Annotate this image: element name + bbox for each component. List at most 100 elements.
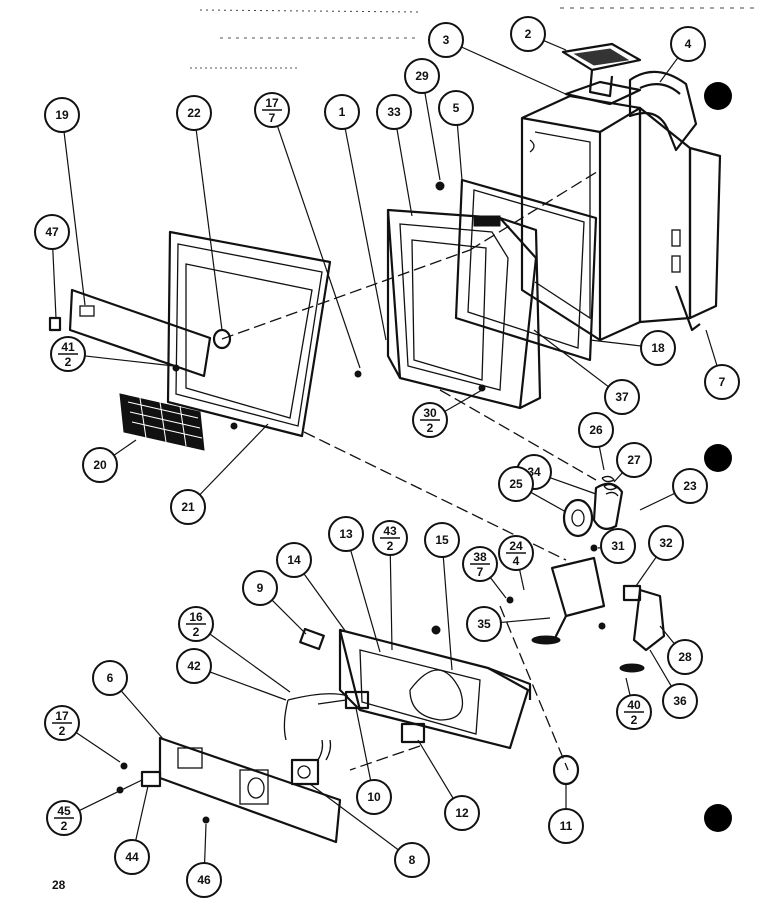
- leader-line: [444, 389, 483, 413]
- callout-number: 10: [367, 790, 381, 804]
- leader-line: [350, 550, 381, 653]
- callout-circle: [667, 639, 703, 675]
- callout-circle: [324, 94, 360, 130]
- callout-circle: [176, 95, 212, 131]
- callout-36: 36: [649, 649, 698, 719]
- callout-circle: [92, 660, 128, 696]
- leader-line: [276, 125, 361, 369]
- callout-circle: [328, 516, 364, 552]
- callout-number: 6: [107, 671, 114, 685]
- leader-line: [309, 783, 399, 851]
- callout-circle: [466, 606, 502, 642]
- callout-number: 32: [659, 536, 673, 550]
- callout-circle: [670, 26, 706, 62]
- callout-2: 2: [510, 16, 567, 52]
- callout-14: 14: [276, 542, 347, 633]
- part-6-bottom-panel: [158, 736, 342, 844]
- callout-29: 29: [404, 58, 441, 181]
- callout-number: 37: [615, 390, 629, 404]
- callout-circle: [548, 808, 584, 844]
- leader-line: [79, 779, 143, 812]
- callout-numerator: 43: [383, 524, 397, 538]
- callout-circle: [438, 90, 474, 126]
- callout-number: 35: [477, 617, 491, 631]
- part-25-wheel: [562, 498, 594, 538]
- part-34-bracket: [592, 482, 624, 531]
- leader-line: [209, 671, 287, 701]
- callout-circle: [186, 862, 222, 898]
- leader-line: [543, 40, 567, 51]
- leader-line: [500, 617, 551, 624]
- callout-number: 18: [651, 341, 665, 355]
- callout-number: 47: [45, 225, 59, 239]
- callout-31: 31: [597, 528, 636, 564]
- callout-circle: [498, 466, 534, 502]
- callout-number: 31: [611, 539, 625, 553]
- callout-9: 9: [242, 570, 307, 635]
- callout-46: 46: [186, 823, 222, 898]
- part-18-frame: [454, 178, 598, 362]
- leader-line: [635, 556, 657, 587]
- callout-number: 3: [443, 33, 450, 47]
- leader-line: [199, 423, 269, 496]
- leader-line: [625, 677, 631, 696]
- callout-12: 12: [417, 739, 480, 831]
- callout-45-over-2: 452: [46, 779, 143, 836]
- callout-number: 20: [93, 458, 107, 472]
- callout-38-over-7: 387: [462, 546, 507, 599]
- registration-dot-middle: [704, 444, 732, 472]
- callout-circle: [616, 442, 652, 478]
- callout-circle: [672, 468, 708, 504]
- leader-line: [84, 355, 175, 367]
- leader-line: [456, 124, 463, 181]
- leader-line: [271, 599, 307, 635]
- part-44-tab: [140, 770, 162, 788]
- callout-number: 42: [187, 659, 201, 673]
- leader-line: [613, 472, 624, 483]
- callout-27: 27: [613, 442, 652, 483]
- part-12-connector: [400, 722, 426, 744]
- callout-19: 19: [44, 97, 86, 306]
- registration-dot-top: [704, 82, 732, 110]
- callout-20: 20: [82, 439, 137, 483]
- leader-line: [461, 46, 571, 97]
- leader-line: [659, 625, 675, 645]
- callout-22: 22: [176, 95, 223, 331]
- callout-24-over-4: 244: [498, 535, 534, 591]
- callout-circle: [662, 683, 698, 719]
- callout-circle: [704, 364, 740, 400]
- callout-number: 27: [627, 453, 641, 467]
- callout-4: 4: [659, 26, 706, 83]
- callout-number: 9: [257, 581, 264, 595]
- callout-numerator: 16: [189, 610, 203, 624]
- callout-circle: [34, 214, 70, 250]
- callout-circle: [376, 94, 412, 130]
- leader-line: [417, 739, 454, 799]
- callout-number: 33: [387, 105, 401, 119]
- leader-line: [589, 339, 642, 347]
- callout-numerator: 45: [57, 804, 71, 818]
- leader-line: [204, 823, 207, 864]
- callout-circle: [82, 447, 118, 483]
- callout-13: 13: [328, 516, 381, 653]
- part-9-switch: [299, 627, 325, 651]
- callout-denominator: 7: [269, 111, 276, 125]
- callout-number: 8: [409, 853, 416, 867]
- part-27-spring: [601, 475, 619, 497]
- callout-denominator: 2: [631, 713, 638, 727]
- leader-line: [303, 573, 347, 633]
- leader-line: [135, 785, 149, 841]
- callout-numerator: 38: [473, 550, 487, 564]
- scan-noise: [190, 7, 760, 69]
- leader-line: [519, 569, 525, 591]
- leader-line: [209, 633, 291, 693]
- callout-circle: [600, 528, 636, 564]
- callout-17-over-7: 177: [254, 92, 361, 369]
- callout-33: 33: [376, 94, 413, 217]
- callout-circle: [648, 525, 684, 561]
- callout-37: 37: [533, 329, 640, 415]
- callout-35: 35: [466, 606, 551, 642]
- part-8-switch-housing: [290, 739, 332, 786]
- callout-21: 21: [170, 423, 269, 525]
